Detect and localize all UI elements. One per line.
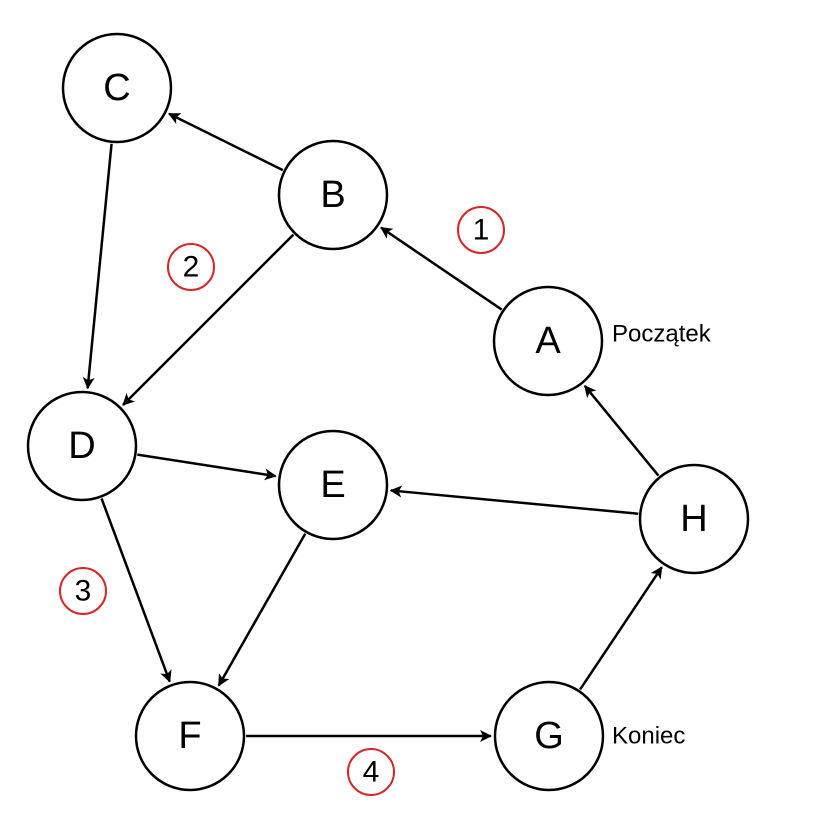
step-marker-1: 1: [457, 206, 505, 254]
start-annotation: Początek: [612, 321, 712, 348]
node-h-circle: [638, 463, 750, 575]
step-marker-4: 4: [347, 748, 395, 796]
step-marker-circle: [347, 748, 395, 796]
step-marker-circle: [167, 243, 215, 291]
edge-e-to-f: [217, 533, 307, 687]
annotations-layer: Początek Koniec: [612, 321, 712, 750]
node-a-label: A: [535, 320, 561, 362]
edges-layer: [82, 112, 663, 742]
step-marker-circle: [457, 206, 505, 254]
step-marker-label: 3: [75, 575, 92, 608]
end-annotation: Koniec: [612, 723, 685, 750]
step-marker-2: 2: [167, 243, 215, 291]
edge-a-to-b: [380, 226, 503, 311]
node-e: E: [277, 429, 389, 541]
node-a-circle: [492, 285, 604, 397]
node-d: D: [26, 390, 138, 502]
step-marker-label: 1: [473, 214, 490, 247]
node-b-label: B: [320, 174, 345, 216]
node-e-circle: [277, 429, 389, 541]
node-f: F: [134, 680, 246, 792]
node-b-circle: [277, 139, 389, 251]
edge-d-to-e: [137, 453, 277, 481]
edge-b-to-c: [168, 112, 284, 172]
node-g-label: G: [534, 715, 564, 757]
node-g-circle: [493, 680, 605, 792]
node-d-circle: [26, 390, 138, 502]
node-g: G: [493, 680, 605, 792]
step-marker-circle: [59, 567, 107, 615]
steps-layer: 1 2 3 4: [59, 206, 505, 796]
nodes-layer: A B C D E F G H: [26, 32, 750, 792]
node-a: A: [492, 285, 604, 397]
node-h-label: H: [680, 498, 707, 540]
edge-g-to-h: [579, 566, 663, 691]
edge-c-to-d: [82, 143, 113, 390]
edge-b-to-d: [122, 233, 295, 406]
node-h: H: [638, 463, 750, 575]
step-marker-label: 4: [363, 756, 380, 789]
edge-h-to-e: [389, 485, 639, 515]
node-c-circle: [61, 32, 173, 144]
node-f-circle: [134, 680, 246, 792]
node-f-label: F: [178, 715, 201, 757]
step-marker-3: 3: [59, 567, 107, 615]
edge-d-to-f: [100, 498, 172, 683]
edge-h-to-a: [583, 385, 660, 477]
node-c-label: C: [103, 67, 130, 109]
node-c: C: [61, 32, 173, 144]
node-e-label: E: [320, 464, 345, 506]
node-b: B: [277, 139, 389, 251]
step-marker-label: 2: [183, 251, 200, 284]
node-d-label: D: [68, 425, 95, 467]
